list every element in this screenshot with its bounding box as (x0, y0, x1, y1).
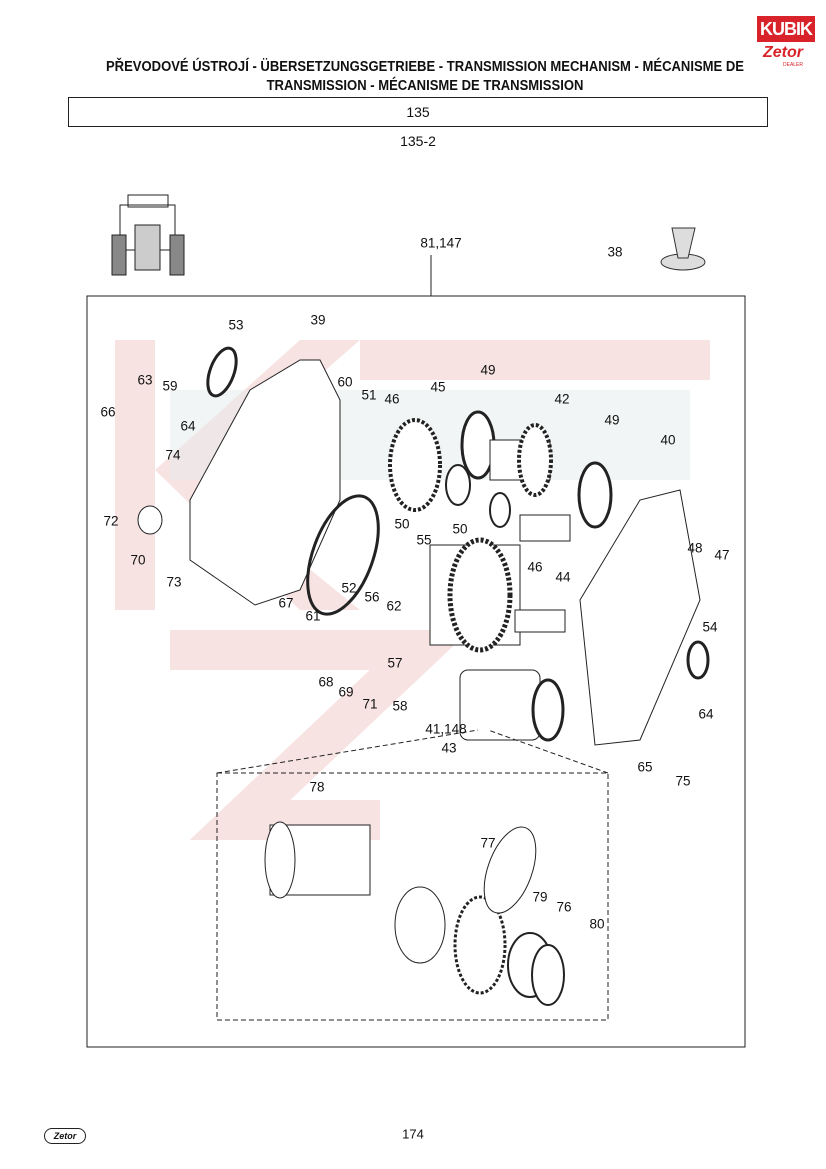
callout: 78 (309, 779, 325, 795)
cover-40-drawing (579, 489, 701, 746)
callout: 45 (430, 379, 446, 395)
callout: 69 (338, 684, 354, 700)
callout: 68 (318, 674, 334, 690)
callout: 49 (604, 412, 620, 428)
callout: 40 (660, 432, 676, 448)
title-line-1: PŘEVODOVÉ ÚSTROJÍ - ÜBERSETZUNGSGETRIEBE… (105, 59, 745, 75)
callout: 59 (162, 378, 178, 394)
callout: 50 (452, 521, 468, 537)
callout: 46 (527, 559, 543, 575)
callout: 55 (416, 532, 432, 548)
callout: 57 (387, 655, 403, 671)
subassembly-frame (216, 772, 609, 1021)
callout: 52 (341, 580, 357, 596)
footer-zetor-logo: Zetor (44, 1128, 86, 1144)
callout: 56 (364, 589, 380, 605)
callout: 81,147 (420, 235, 462, 251)
logo-dealer: DEALER (783, 62, 804, 68)
callout: 67 (278, 595, 294, 611)
callout: 48 (687, 540, 703, 556)
callout: 66 (100, 404, 116, 420)
tractor-icon (111, 194, 185, 276)
callout: 74 (165, 447, 181, 463)
subassembly-drawing (264, 821, 565, 1006)
callout: 49 (480, 362, 496, 378)
callout: 61 (305, 608, 321, 624)
callout: 64 (180, 418, 196, 434)
callout: 76 (556, 899, 572, 915)
title-line-2: TRANSMISSION - MÉCANISME DE TRANSMISSION (266, 78, 584, 94)
part-38-drawing (660, 227, 706, 271)
housing-39-drawing (189, 359, 341, 606)
seal-61-drawing (306, 494, 380, 616)
kubik-zetor-logo: KUBIK Zetor DEALER (757, 16, 815, 68)
callout: 47 (714, 547, 730, 563)
callout: 80 (589, 916, 605, 932)
callout: 62 (386, 598, 402, 614)
page-title: PŘEVODOVÉ ÚSTROJÍ - ÜBERSETZUNGSGETRIEBE… (106, 58, 745, 96)
gears-drawing (137, 346, 710, 742)
callout: 77 (480, 835, 496, 851)
figure-number: 135-2 (400, 133, 436, 149)
callout: 64 (698, 706, 714, 722)
callout: 60 (337, 374, 353, 390)
callout: 73 (166, 574, 182, 590)
callout: 58 (392, 698, 408, 714)
callout: 75 (675, 773, 691, 789)
logo-zetor: Zetor (763, 44, 803, 61)
callout: 54 (702, 619, 718, 635)
callout: 50 (394, 516, 410, 532)
callout: 63 (137, 372, 153, 388)
logo-kubik: KUBIK (757, 16, 815, 42)
callout: 43 (441, 740, 457, 756)
callout: 72 (103, 513, 119, 529)
page-number: 174 (402, 1126, 424, 1142)
callout: 46 (384, 391, 400, 407)
callout: 51 (361, 387, 377, 403)
group-number-box: 135 (68, 97, 768, 127)
callout: 71 (362, 696, 378, 712)
callout: 65 (637, 759, 653, 775)
callout: 44 (555, 569, 571, 585)
callout: 41,148 (425, 721, 467, 737)
callout: 53 (228, 317, 244, 333)
callout: 79 (532, 889, 548, 905)
callout: 38 (607, 244, 623, 260)
callout: 70 (130, 552, 146, 568)
callout: 39 (310, 312, 326, 328)
diagram-frame (86, 295, 746, 1048)
callout: 42 (554, 391, 570, 407)
